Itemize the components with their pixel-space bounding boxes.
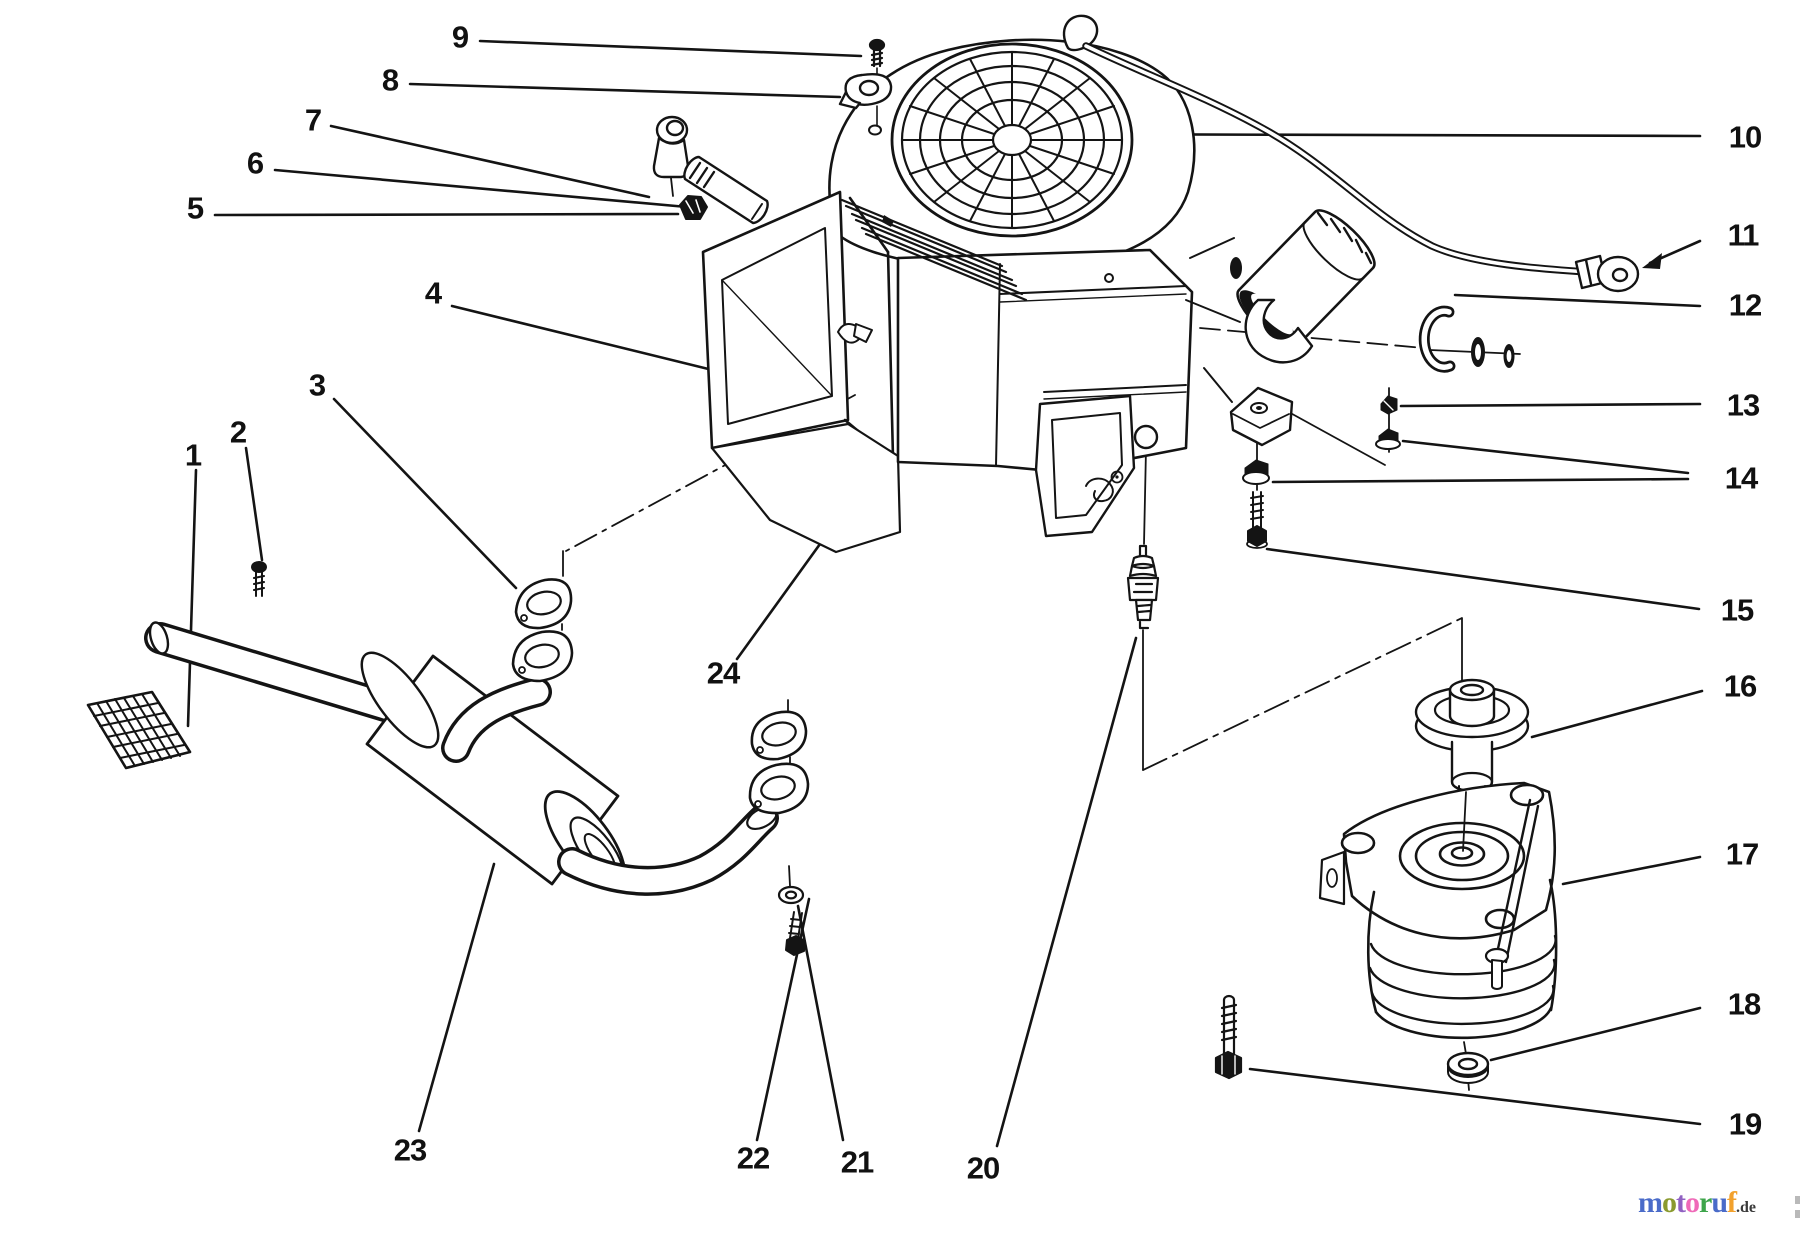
clip-assembly-part12	[1418, 305, 1515, 373]
side-panel	[701, 190, 850, 450]
logo-letter: o	[1685, 1186, 1700, 1219]
callout-9: 9	[451, 19, 469, 55]
mount-block	[1229, 386, 1294, 447]
logo-letter: o	[1662, 1186, 1677, 1219]
muffler-group	[144, 621, 779, 896]
logo-suffix: .de	[1736, 1199, 1757, 1216]
callout-6: 6	[246, 145, 264, 181]
washer-part21	[777, 885, 805, 905]
hook-bracket	[1244, 298, 1314, 364]
clutch-body	[1366, 890, 1378, 1014]
callout-7: 7	[304, 102, 322, 138]
battery-cable	[1062, 14, 1640, 293]
edge-fragment	[1795, 1210, 1800, 1218]
panel-latch	[837, 323, 873, 344]
nut-part13	[1380, 395, 1398, 415]
logo-letter: f	[1727, 1186, 1737, 1219]
callout-12: 12	[1728, 287, 1762, 323]
logo-letter: u	[1711, 1186, 1728, 1219]
spacer-part6	[683, 155, 769, 225]
callout-23: 23	[393, 1132, 427, 1168]
callout-21: 21	[840, 1144, 874, 1180]
callout-22: 22	[736, 1140, 770, 1176]
bolt-part19	[1214, 994, 1243, 1080]
fan-screen	[890, 42, 1134, 238]
callout-13: 13	[1726, 387, 1760, 423]
callout-19: 19	[1728, 1106, 1762, 1142]
screw-part2	[251, 561, 267, 597]
callout-1: 1	[184, 437, 202, 473]
nut-part5	[679, 195, 708, 220]
spark-plug-part20	[1126, 544, 1160, 630]
heat-shield-mesh-part1	[86, 690, 192, 770]
leader-lines	[186, 39, 1704, 1148]
gaskets-part24	[748, 710, 810, 815]
callout-20: 20	[966, 1150, 1000, 1186]
clutch-part17	[1318, 781, 1558, 1040]
clutch-top-plate	[1342, 781, 1557, 940]
leader-arrowhead-11	[1642, 253, 1662, 269]
clamp-part8	[838, 72, 893, 136]
gaskets-part3	[511, 578, 574, 683]
callout-2: 2	[229, 414, 247, 450]
bolt-part15	[1246, 491, 1268, 549]
oil-filter	[1185, 209, 1376, 349]
fitting-elbow-part7	[652, 115, 690, 197]
callout-8: 8	[381, 62, 399, 98]
flange-nut-part14-upper	[1375, 428, 1401, 450]
washer-part18	[1446, 1051, 1490, 1084]
engine	[701, 38, 1376, 554]
flange-nut-part14-lower	[1242, 459, 1270, 485]
shroud-louvers	[840, 198, 1028, 302]
callout-4: 4	[424, 275, 442, 311]
callout-3: 3	[308, 367, 326, 403]
logo-letter: m	[1638, 1186, 1663, 1219]
callout-11: 11	[1727, 217, 1760, 253]
callout-10: 10	[1728, 119, 1762, 155]
bolt-part22	[785, 911, 806, 956]
callout-24: 24	[706, 655, 740, 691]
edge-fragment	[1795, 1196, 1800, 1204]
callout-17: 17	[1725, 836, 1759, 872]
watermark-logo: motoruf.de	[1638, 1186, 1800, 1226]
callout-16: 16	[1723, 668, 1757, 704]
callout-14: 14	[1724, 460, 1758, 496]
intake-box	[1034, 394, 1159, 538]
logo-letter: r	[1699, 1186, 1712, 1219]
callout-18: 18	[1727, 986, 1761, 1022]
callout-15: 15	[1720, 592, 1754, 628]
callout-5: 5	[186, 190, 204, 226]
pulley-part16	[1414, 678, 1530, 803]
logo-letter: t	[1676, 1186, 1686, 1219]
ring-terminal	[1574, 254, 1640, 293]
